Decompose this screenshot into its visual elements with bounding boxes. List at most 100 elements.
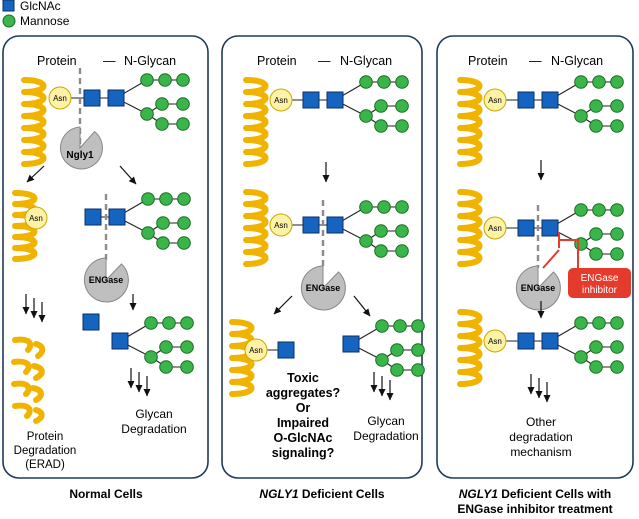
glcnac-square: [326, 216, 344, 234]
glcnac-square: [108, 208, 126, 226]
legend: GlcNAc Mannose: [2, 0, 70, 28]
mannose-circle: [390, 363, 404, 377]
engase-label: ENGase: [89, 275, 124, 285]
mannose-circle: [610, 340, 624, 354]
panel3-caption-line1: NGLY1 Deficient Cells with: [459, 487, 611, 501]
panel1-caption: Normal Cells: [69, 487, 143, 501]
mannose-circle: [390, 343, 404, 357]
pathway-arrow: [353, 295, 371, 317]
mannose-legend-circle: [2, 14, 16, 28]
glcnac-square: [517, 219, 535, 237]
mannose-circle: [395, 99, 409, 113]
mannose-circle: [158, 73, 172, 87]
engase-enzyme: [83, 257, 129, 303]
protein-degradation-line: (ERAD): [25, 459, 65, 471]
asn-label: Asn: [53, 94, 67, 103]
mannose-circle: [589, 227, 603, 241]
ngly1-gene: NGLY1: [459, 487, 498, 501]
ngly1-enzyme: [59, 126, 103, 170]
mannose-circle: [177, 192, 191, 206]
glcnac-legend-square: [2, 0, 15, 12]
header-dash: —: [103, 54, 116, 68]
protein-helix: [243, 77, 269, 167]
inhibition-connector: [542, 249, 560, 269]
mannose-circle: [393, 319, 407, 333]
engase-enzyme: [300, 265, 346, 311]
nglycan-chain: [83, 73, 190, 131]
mannose-circle: [375, 319, 389, 333]
mannose-circle: [159, 192, 173, 206]
protein-degradation-label: Protein Degradation (ERAD): [14, 431, 77, 471]
mannose-circle: [610, 360, 624, 374]
mannose-circle: [140, 73, 154, 87]
protein-header: Protein: [257, 54, 297, 68]
glcnac-square: [302, 216, 320, 234]
mannose-circle: [589, 247, 603, 261]
mannose-circle: [156, 216, 170, 230]
question-line: Impaired: [277, 416, 329, 430]
ngly1-gene: NGLY1: [259, 487, 298, 501]
asn-residue: [24, 206, 48, 230]
nglycan-chain: [302, 75, 409, 133]
inhibition-connector: [559, 239, 579, 276]
mannose-circle: [589, 99, 603, 113]
mannose-circle: [610, 247, 624, 261]
other-degradation-line: Other: [526, 415, 556, 429]
nglycan-chain: [111, 316, 194, 374]
glcnac-square: [82, 313, 100, 331]
glcnac-square: [517, 91, 535, 109]
mannose-circle: [144, 316, 158, 330]
question-line: aggregates?: [266, 386, 340, 400]
nglycan-chain: [517, 75, 624, 133]
mannose-circle: [610, 316, 624, 330]
inhibitor-label-line1: ENGase: [581, 273, 619, 284]
protein-degradation-line: Protein: [27, 431, 63, 443]
mannose-legend-label: Mannose: [20, 14, 70, 28]
protein-helix: [457, 189, 483, 267]
nglycan-header: N-Glycan: [124, 54, 176, 68]
mannose-circle: [141, 226, 155, 240]
glcnac-square: [541, 219, 559, 237]
glcnac-square: [541, 332, 559, 350]
glycan-degradation-label: Glycan Degradation: [353, 414, 418, 443]
protein-helix: [457, 309, 483, 387]
asn-residue: [483, 216, 507, 240]
pathway-arrow: [273, 295, 293, 315]
mannose-circle: [176, 117, 190, 131]
outcome-question: Toxic aggregates? Or Impaired O-GlcNAc s…: [266, 371, 340, 460]
mannose-circle: [359, 200, 373, 214]
panel3-header: Protein — N-Glycan: [468, 54, 603, 68]
nglycan-chain: [302, 200, 409, 258]
nglycan-header: N-Glycan: [551, 54, 603, 68]
asn-residue: [483, 329, 507, 353]
mannose-circle: [610, 99, 624, 113]
mannose-circle: [610, 75, 624, 89]
glcnac-square: [517, 332, 535, 350]
protein-header: Protein: [37, 54, 77, 68]
panel-ngly1-engase-inhibitor: [436, 35, 634, 479]
mannose-circle: [411, 319, 425, 333]
glcnac-square: [84, 208, 102, 226]
glcnac-square: [302, 91, 320, 109]
mannose-circle: [180, 360, 194, 374]
panel3-caption-line2: ENGase inhibitor treatment: [457, 502, 612, 516]
asn-residue: [269, 88, 293, 112]
caption-rest: Deficient Cells: [299, 487, 385, 501]
mannose-circle: [610, 227, 624, 241]
degraded-protein-fragments: [11, 336, 46, 424]
panel2-header: Protein — N-Glycan: [257, 54, 392, 68]
protein-header: Protein: [468, 54, 508, 68]
other-degradation-label: Other degradation mechanism: [509, 415, 572, 459]
engase-label: ENGase: [306, 283, 341, 293]
mannose-circle: [374, 244, 388, 258]
glcnac-legend-label: GlcNAc: [20, 0, 61, 13]
mannose-circle: [377, 75, 391, 89]
mannose-circle: [162, 316, 176, 330]
mannose-circle: [574, 316, 588, 330]
mannose-circle: [159, 340, 173, 354]
glycan-degradation-line: Degradation: [121, 422, 186, 436]
mannose-circle: [177, 216, 191, 230]
mannose-circle: [359, 234, 373, 248]
question-line: O-GlcNAc: [273, 431, 332, 445]
